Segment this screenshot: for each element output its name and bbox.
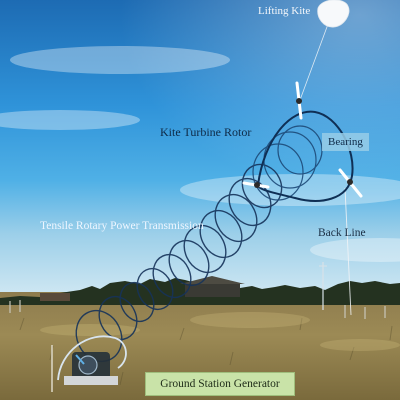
- shed: [40, 293, 70, 301]
- back-line-tether: [344, 187, 352, 316]
- cloud-streaks: [0, 46, 400, 262]
- fence: [9, 300, 386, 319]
- farm-building: [185, 283, 240, 297]
- rotor-ring: [256, 110, 354, 202]
- label-tensile-rotary-power-transmission: Tensile Rotary Power Transmission: [40, 220, 204, 232]
- grass-highlights: [40, 312, 400, 351]
- label-ground-station-generator: Ground Station Generator: [145, 372, 295, 396]
- transmission-rings: [75, 163, 283, 363]
- rotor-hubs: [254, 98, 353, 188]
- lift-line: [299, 15, 332, 101]
- lifting-kite-canopy: [317, 0, 350, 28]
- label-kite-turbine-rotor: Kite Turbine Rotor: [160, 125, 252, 139]
- label-lifting-kite: Lifting Kite: [258, 5, 311, 17]
- label-bearing: Bearing: [322, 133, 369, 151]
- ground-station-generator: [51, 335, 127, 392]
- label-back-line: Back Line: [318, 227, 366, 239]
- farm-roof: [180, 276, 245, 284]
